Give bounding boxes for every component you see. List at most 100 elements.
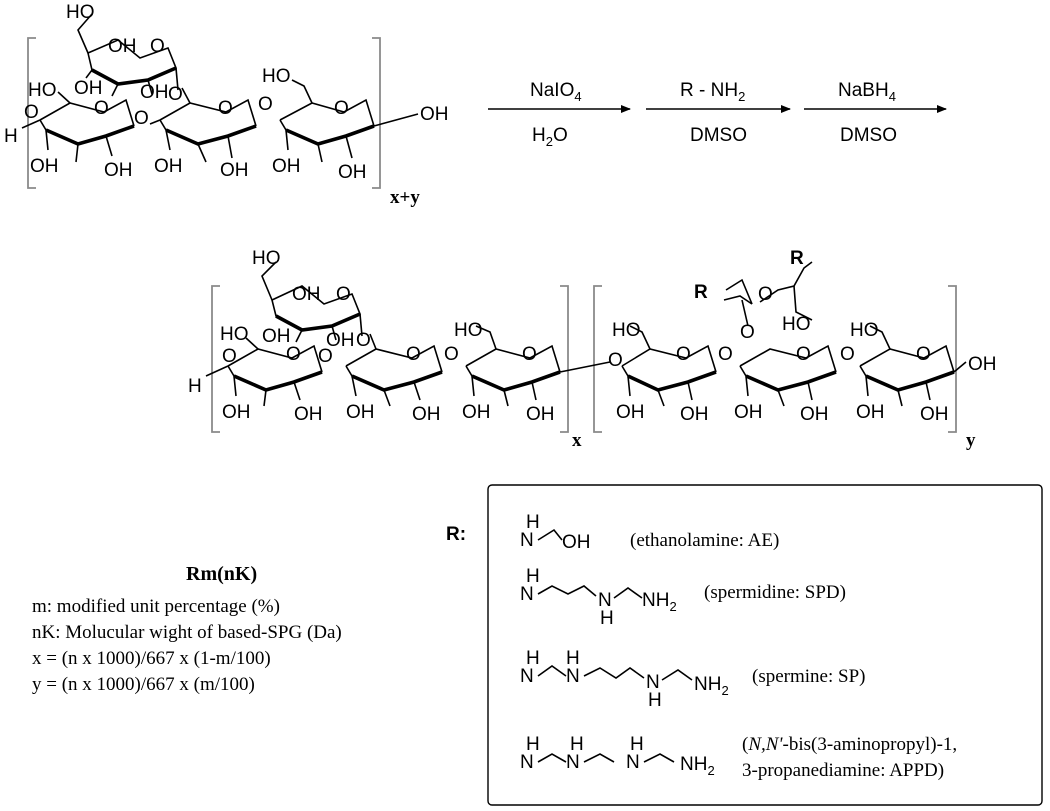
svg-text:NH2: NH2	[642, 590, 677, 614]
svg-text:N: N	[626, 752, 640, 773]
svg-text:N: N	[520, 530, 534, 551]
svg-text:OH: OH	[292, 284, 321, 305]
legend: Rm(nK) m: modified unit percentage (%) n…	[32, 563, 342, 695]
svg-text:OH: OH	[108, 36, 137, 57]
svg-text:N: N	[520, 752, 534, 773]
chain-ring-3	[285, 124, 375, 146]
r-group-ethanolamine: H N OH (ethanolamine: AE)	[520, 512, 779, 553]
chain-ring-2	[165, 124, 257, 146]
svg-text:O: O	[718, 344, 733, 365]
svg-text:O: O	[796, 344, 811, 365]
r-group-label: R:	[446, 524, 466, 545]
svg-text:NH2: NH2	[680, 754, 715, 778]
svg-text:H: H	[526, 734, 540, 755]
repeat-bracket-right	[372, 37, 381, 189]
svg-text:O: O	[840, 344, 855, 365]
svg-text:(spermidine: SPD): (spermidine: SPD)	[704, 582, 846, 603]
svg-text:O: O	[150, 36, 165, 57]
svg-text:OH: OH	[526, 404, 555, 425]
step2-reagent: R - NH2	[680, 80, 745, 104]
svg-text:OH: OH	[338, 162, 367, 183]
svg-text:OH: OH	[968, 354, 997, 375]
svg-text:O: O	[740, 322, 755, 343]
svg-text:H: H	[526, 512, 540, 533]
svg-text:HO: HO	[220, 324, 249, 345]
svg-text:OH: OH	[104, 160, 133, 181]
svg-text:OH: OH	[272, 156, 301, 177]
svg-text:HO: HO	[262, 66, 291, 87]
svg-text:O: O	[406, 344, 421, 365]
svg-text:OH: OH	[920, 404, 949, 425]
svg-text:O: O	[676, 344, 691, 365]
svg-text:OH: OH	[420, 104, 449, 125]
svg-text:O: O	[334, 98, 349, 119]
svg-text:OH: OH	[154, 156, 183, 177]
svg-text:H: H	[648, 690, 662, 711]
svg-text:O: O	[134, 108, 149, 129]
svg-text:HO: HO	[28, 80, 57, 101]
step3-reagent: NaBH4	[838, 80, 896, 104]
repeat-bracket-left	[27, 37, 36, 189]
svg-text:NH2: NH2	[694, 674, 729, 698]
svg-text:HO: HO	[850, 320, 879, 341]
svg-text:O: O	[168, 84, 183, 105]
svg-text:OH: OH	[856, 402, 885, 423]
svg-text:O: O	[94, 98, 109, 119]
reaction-conditions: NaIO4 H2O R - NH2 DMSO NaBH4 DMSO	[488, 80, 947, 149]
svg-text:O: O	[356, 330, 371, 351]
svg-text:(N,N'-bis(3-aminopropyl)-1,: (N,N'-bis(3-aminopropyl)-1,	[742, 734, 957, 755]
side-glucose-ring-front	[91, 66, 177, 86]
svg-text:OH: OH	[616, 402, 645, 423]
step3-solvent: DMSO	[840, 125, 897, 146]
r-group-spermidine: H N N H NH2 (spermidine: SPD)	[520, 566, 846, 629]
svg-text:OH: OH	[294, 404, 323, 425]
svg-text:N: N	[598, 590, 612, 611]
svg-text:H: H	[4, 126, 18, 147]
svg-text:N: N	[646, 672, 660, 693]
r-group-spermine: H N H N N H NH2 (spermine: SP)	[520, 648, 865, 711]
svg-text:O: O	[222, 346, 237, 367]
svg-text:OH: OH	[412, 404, 441, 425]
svg-text:OH: OH	[680, 404, 709, 425]
svg-text:O: O	[24, 102, 39, 123]
svg-text:N: N	[520, 584, 534, 605]
svg-text:OH: OH	[562, 532, 591, 553]
legend-title: Rm(nK)	[186, 563, 257, 585]
svg-text:N: N	[566, 666, 580, 687]
svg-text:HO: HO	[782, 314, 811, 335]
svg-text:O: O	[608, 350, 623, 371]
r-group-panel: R: H N OH (ethanolamine: AE) H N N H NH2…	[446, 484, 1043, 806]
legend-line-nk: nK: Molucular wight of based-SPG (Da)	[32, 622, 342, 643]
svg-text:OH: OH	[222, 402, 251, 423]
bracket-y-right	[948, 285, 957, 433]
step1-solvent: H2O	[532, 125, 568, 149]
bracket-x-left	[211, 285, 220, 433]
r-group-box	[487, 484, 1043, 806]
svg-text:OH: OH	[800, 404, 829, 425]
legend-line-m: m: modified unit percentage (%)	[32, 596, 280, 617]
bracket-x-right	[560, 285, 569, 433]
svg-text:H: H	[570, 734, 584, 755]
svg-text:O: O	[318, 346, 333, 367]
svg-text:H: H	[526, 648, 540, 669]
svg-text:H: H	[188, 376, 202, 397]
svg-text:HO: HO	[252, 248, 281, 269]
step1-reagent: NaIO4	[530, 80, 582, 104]
svg-text:N: N	[566, 752, 580, 773]
product-structure: x y HO OH O OH OH O H HO O O OH OH O	[188, 248, 997, 451]
svg-text:O: O	[336, 284, 351, 305]
svg-text:HO: HO	[66, 2, 95, 23]
svg-text:OH: OH	[262, 326, 291, 347]
legend-line-x: x = (n x 1000)/667 x (1-m/100)	[32, 648, 271, 669]
svg-text:OH: OH	[30, 156, 59, 177]
svg-text:OH: OH	[326, 330, 355, 351]
svg-text:O: O	[286, 344, 301, 365]
svg-text:OH: OH	[462, 402, 491, 423]
svg-text:HO: HO	[454, 320, 483, 341]
svg-text:HO: HO	[612, 320, 641, 341]
svg-text:(spermine: SP): (spermine: SP)	[752, 666, 865, 687]
subscript-x: x	[572, 430, 582, 451]
bracket-y-left	[593, 285, 602, 433]
svg-text:O: O	[916, 344, 931, 365]
